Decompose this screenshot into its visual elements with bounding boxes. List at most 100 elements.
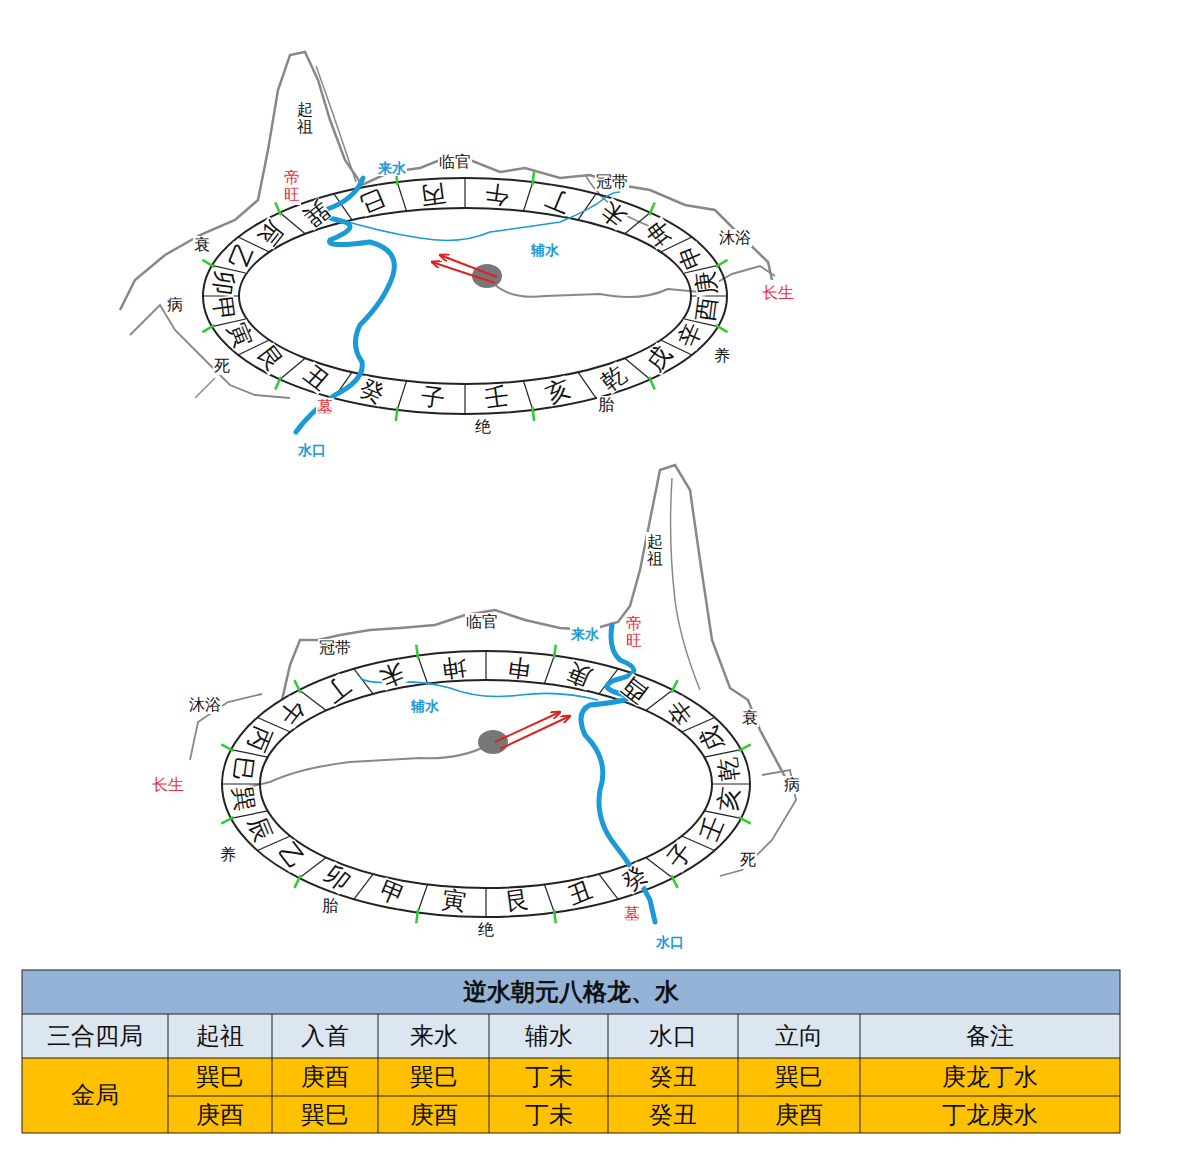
compass-ring bbox=[260, 680, 712, 888]
mountain-character: 寅 bbox=[224, 320, 255, 351]
sector-divider bbox=[523, 381, 532, 410]
mountain-character: 亥 bbox=[715, 786, 742, 813]
table-cell: 庚酉 bbox=[775, 1103, 823, 1127]
stage-label: 死 bbox=[213, 357, 231, 375]
mountain-character: 寅 bbox=[441, 888, 468, 915]
mountain-outline bbox=[190, 465, 796, 876]
stage-label: 死 bbox=[739, 851, 757, 869]
sector-divider bbox=[464, 178, 465, 208]
table-cell: 巽巳 bbox=[775, 1065, 823, 1089]
stage-tick bbox=[202, 325, 214, 332]
stage-label: 衰 bbox=[193, 236, 211, 254]
sector-divider bbox=[418, 656, 428, 684]
sector-divider bbox=[523, 182, 532, 211]
mountain-character: 壬 bbox=[697, 814, 728, 845]
ancestor-mountain-label: 起祖 bbox=[296, 100, 314, 137]
water-label: 来水 bbox=[377, 160, 407, 176]
mountain-character: 巳 bbox=[356, 185, 387, 216]
mountain-character: 巳 bbox=[230, 755, 257, 782]
table-header: 起祖 bbox=[196, 1024, 244, 1048]
mountain-character: 子 bbox=[420, 385, 447, 412]
sector-divider bbox=[397, 182, 406, 211]
stage-label: 绝 bbox=[474, 418, 492, 436]
stage-label: 冠带 bbox=[318, 639, 352, 657]
mountain-character: 丁 bbox=[543, 185, 574, 216]
sector-divider bbox=[544, 884, 554, 912]
mountain-character: 卯 bbox=[210, 269, 237, 296]
water-label: 来水 bbox=[570, 626, 600, 642]
mountain-character: 甲 bbox=[210, 296, 237, 323]
stage-tick bbox=[294, 680, 300, 693]
stage-label: 长生 bbox=[761, 284, 795, 302]
stage-label: 胎 bbox=[321, 897, 339, 915]
table-cell: 巽巳 bbox=[301, 1103, 349, 1127]
stage-tick bbox=[715, 325, 727, 332]
table-cell: 金局 bbox=[71, 1083, 119, 1107]
table-header: 辅水 bbox=[525, 1024, 573, 1048]
sector-divider bbox=[544, 656, 554, 684]
table-header: 入首 bbox=[301, 1024, 349, 1048]
stage-label: 沐浴 bbox=[718, 229, 752, 247]
stage-tick bbox=[671, 680, 677, 693]
stage-tick bbox=[738, 817, 750, 824]
sector-divider bbox=[599, 874, 618, 899]
mountain-character: 戌 bbox=[697, 723, 728, 754]
mountain-character: 未 bbox=[377, 659, 408, 690]
mountain-character: 甲 bbox=[377, 878, 408, 909]
site-marker bbox=[478, 730, 508, 754]
table-cell: 丁未 bbox=[525, 1065, 573, 1089]
mountain-character: 亥 bbox=[543, 375, 574, 406]
compass-ring bbox=[239, 208, 691, 384]
mountain-character: 巽 bbox=[230, 786, 257, 813]
stage-label: 帝旺 bbox=[625, 614, 643, 651]
mountain-character: 艮 bbox=[255, 342, 289, 376]
ancestor-mountain-label: 起祖 bbox=[646, 532, 664, 569]
stage-label: 病 bbox=[166, 296, 184, 314]
table-cell: 庚龙丁水 bbox=[942, 1065, 1038, 1089]
mountain-character: 戌 bbox=[642, 342, 676, 376]
mountain-character: 坤 bbox=[642, 216, 676, 250]
sector-divider bbox=[222, 783, 260, 784]
stage-label: 病 bbox=[783, 776, 801, 794]
stage-tick bbox=[554, 909, 556, 923]
stage-tick bbox=[554, 645, 556, 659]
mountain-character: 午 bbox=[483, 180, 510, 207]
table-header: 水口 bbox=[649, 1024, 697, 1048]
mountain-character: 丙 bbox=[244, 723, 275, 754]
stage-label: 临官 bbox=[438, 153, 472, 171]
stage-tick bbox=[649, 377, 655, 390]
stage-tick bbox=[649, 203, 655, 216]
sector-divider bbox=[712, 783, 750, 784]
table-cell: 癸丑 bbox=[649, 1065, 697, 1089]
stage-label: 胎 bbox=[597, 396, 615, 414]
mountain-character: 申 bbox=[505, 653, 532, 680]
mountain-character: 艮 bbox=[505, 888, 532, 915]
stage-label: 长生 bbox=[151, 776, 185, 794]
table-cell: 庚酉 bbox=[196, 1103, 244, 1127]
mountain-character: 癸 bbox=[356, 375, 387, 406]
sector-divider bbox=[354, 874, 373, 899]
table-cell: 癸丑 bbox=[649, 1103, 697, 1127]
stage-label: 帝旺 bbox=[283, 168, 301, 205]
mountain-character: 辰 bbox=[255, 216, 289, 250]
sector-divider bbox=[485, 651, 486, 680]
water-label: 辅水 bbox=[530, 242, 560, 258]
stage-tick bbox=[532, 171, 534, 185]
stage-label: 绝 bbox=[477, 921, 495, 939]
mountain-character: 丑 bbox=[564, 878, 595, 909]
mountain-character: 坤 bbox=[441, 653, 468, 680]
sector-divider bbox=[418, 884, 428, 912]
sector-divider bbox=[485, 888, 486, 917]
table-header: 来水 bbox=[410, 1024, 458, 1048]
facing-arrow bbox=[495, 712, 560, 742]
stage-label: 沐浴 bbox=[188, 696, 222, 714]
stage-label: 墓 bbox=[316, 398, 334, 416]
mountain-character: 乙 bbox=[224, 241, 255, 272]
stage-label: 冠带 bbox=[595, 173, 629, 191]
table-header: 立向 bbox=[775, 1024, 823, 1048]
stage-tick bbox=[671, 875, 677, 888]
table-cell: 庚酉 bbox=[301, 1065, 349, 1089]
mountain-character: 辰 bbox=[244, 814, 275, 845]
stage-label: 养 bbox=[219, 846, 237, 864]
